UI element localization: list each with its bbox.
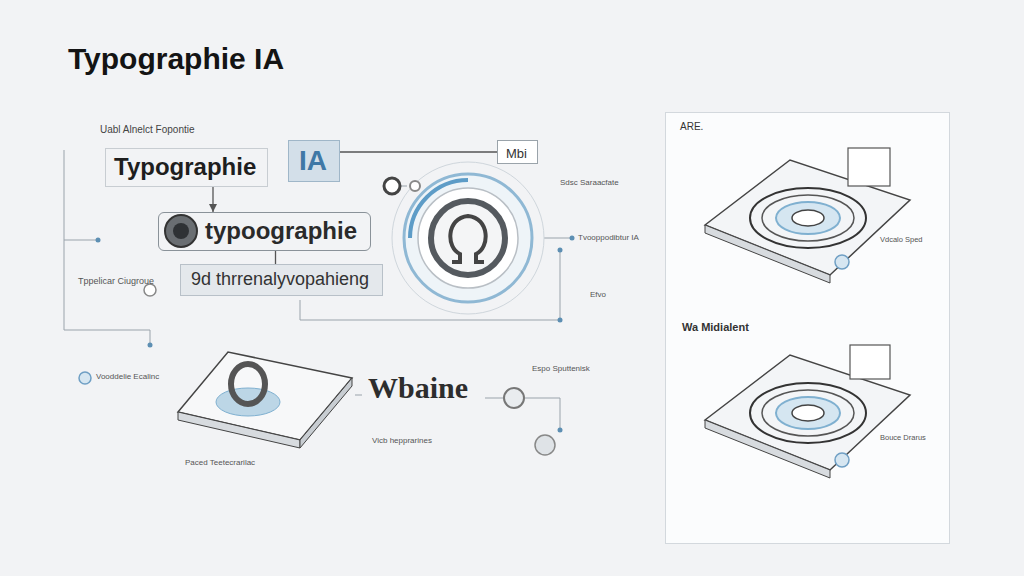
annotation-label: Uabl Alnelct Fopontie <box>100 124 195 136</box>
small-tag-box: Mbi <box>497 140 538 164</box>
node-text: Typographie <box>114 153 256 182</box>
node-text: Mbi <box>506 146 527 162</box>
platform-illustration <box>178 352 352 448</box>
title-box: Typographie <box>105 148 268 187</box>
annotation-label: Vooddelie Ecalinc <box>96 372 159 381</box>
panel-ground <box>665 112 950 544</box>
lens-illustration <box>392 162 544 314</box>
page-title: Typographie IA <box>68 42 284 77</box>
annotation-label: Vdcalo Sped <box>880 236 923 245</box>
figure-panel: ARE. Wa Midialent <box>665 112 950 544</box>
tag-box: IA <box>288 140 340 182</box>
type-box: typoographie <box>158 212 371 251</box>
annotation-label: Vicb hepprarines <box>372 436 432 445</box>
dial-icons <box>79 178 555 455</box>
connector-line <box>275 251 276 264</box>
annotation-label: Paced Teetecrarilac <box>185 458 255 467</box>
device-illustration <box>705 148 910 283</box>
annotation-label: Espo Sputtenisk <box>532 364 590 373</box>
sample-box: 9d thrrenalyvopahieng <box>180 264 383 296</box>
node-text: Wa Midialent <box>682 321 749 334</box>
annotation-label: Sdsc Saraacfate <box>560 178 619 187</box>
node-text: IA <box>299 144 327 178</box>
annotation-label: Bouce Drarus <box>880 434 926 443</box>
connector-line <box>340 151 497 152</box>
device-illustration <box>705 345 910 478</box>
node-text: typoographie <box>205 217 357 246</box>
annotation-label: Tvooppodibtur IA <box>578 233 639 242</box>
connector-line <box>212 187 213 212</box>
node-text: 9d thrrenalyvopahieng <box>191 269 369 291</box>
figure-word: Wbaine <box>368 371 468 406</box>
node-text: ARE. <box>680 121 703 133</box>
annotation-label: Tppelicar Ciugroue <box>78 276 154 286</box>
annotation-label: Efvo <box>590 290 606 299</box>
